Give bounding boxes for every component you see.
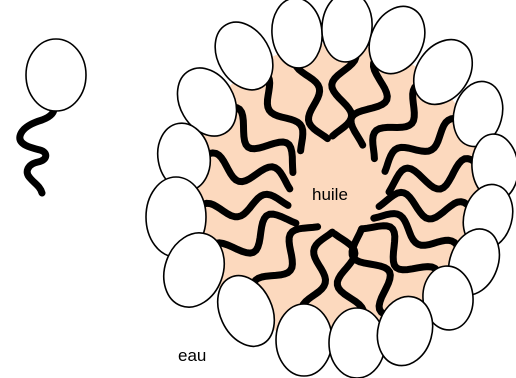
free-surfactant-tail: [20, 105, 54, 193]
micelle: huile: [146, 0, 516, 378]
free-surfactant-molecule: [20, 39, 86, 193]
free-surfactant-head: [26, 39, 86, 111]
water-label: eau: [178, 346, 206, 365]
oil-label: huile: [312, 185, 348, 204]
surfactant-head: [329, 308, 385, 378]
surfactant-head: [276, 304, 332, 376]
